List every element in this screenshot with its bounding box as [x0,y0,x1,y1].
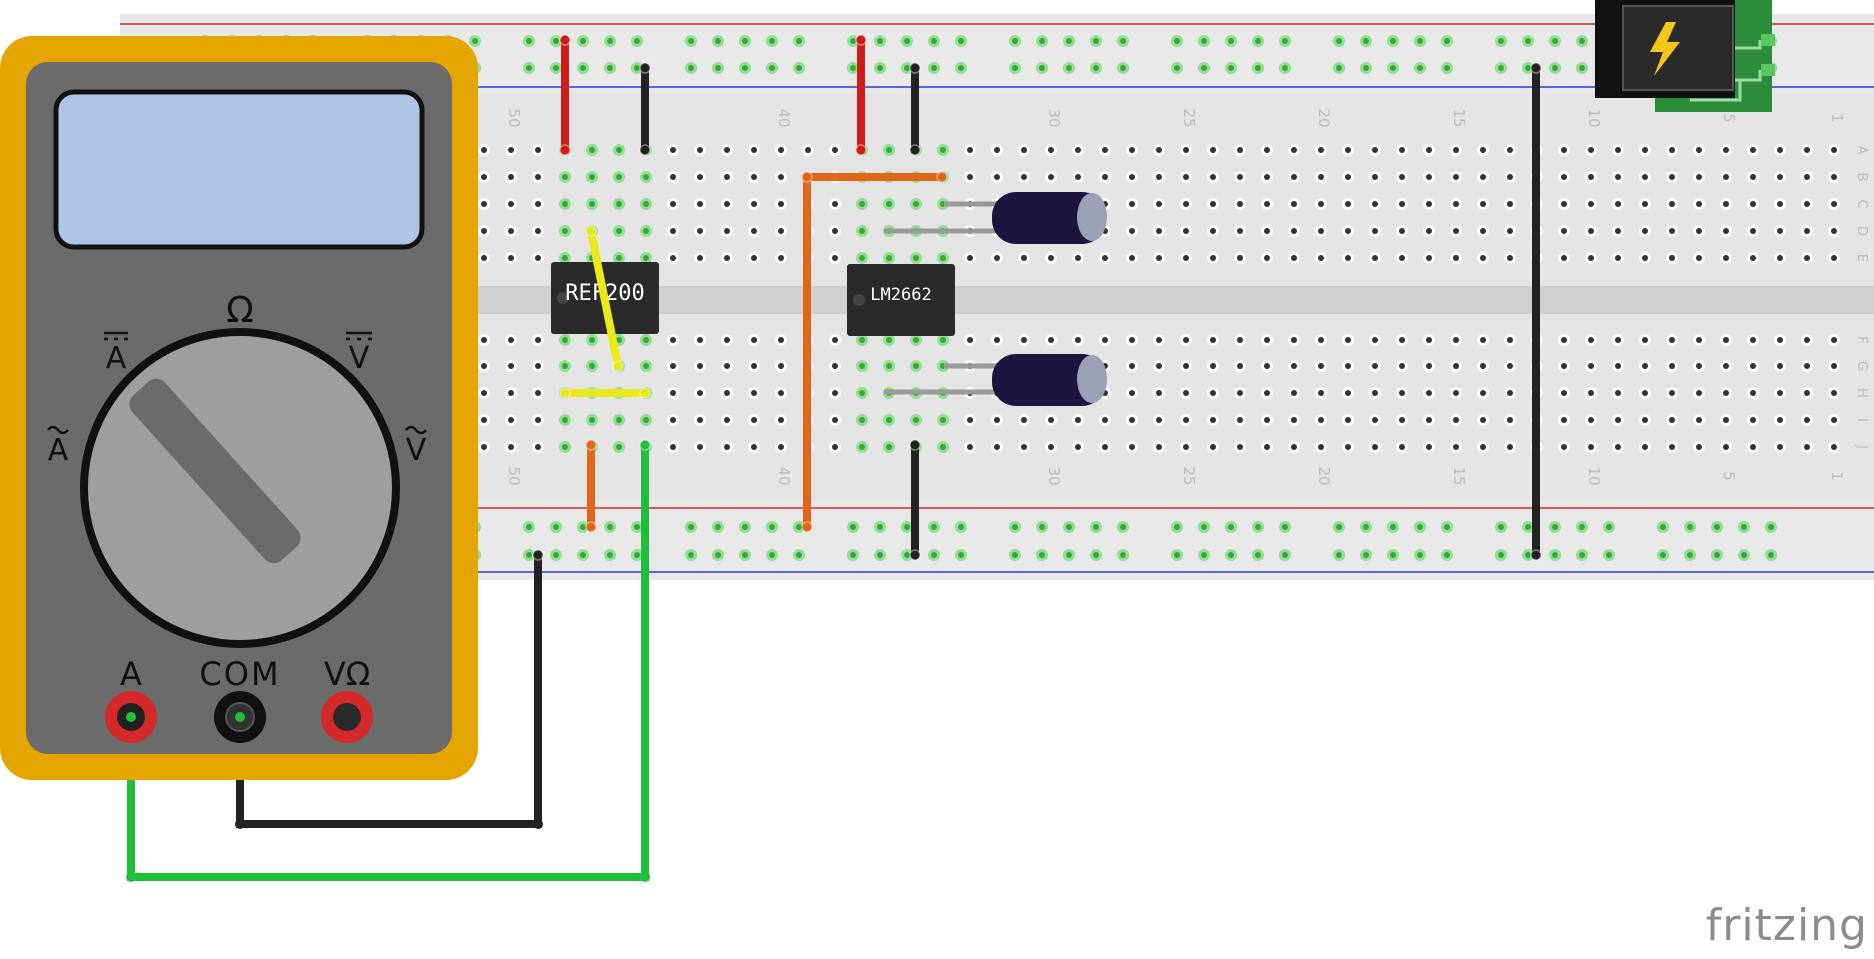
lm2662-label: LM2662 [870,285,931,305]
wire-endpoint[interactable] [909,549,921,561]
multimeter: Ω A V A V A COM VΩ [0,36,478,780]
wire-endpoint[interactable] [909,62,921,74]
column-number: 15 [1450,108,1468,127]
row-letter: J [1854,444,1869,449]
lightning-bolt-icon [1650,22,1680,76]
fritzing-watermark: fritzing [1705,900,1868,951]
wire-endpoint[interactable] [855,144,867,156]
wire-endpoint[interactable] [585,439,597,451]
column-number: 50 [505,466,523,485]
jack-label-a: A [120,655,142,693]
wire-endpoint[interactable] [639,62,651,74]
wire-green-meter-a[interactable] [127,441,649,881]
row-letter: B [1854,173,1869,182]
wire-yellow-diagonal[interactable] [587,227,622,370]
row-letter: C [1854,199,1869,208]
capacitor-top-body [992,192,1106,244]
row-letters: A B C D E F G H I J [1854,146,1869,449]
wire-endpoint[interactable] [801,171,813,183]
svg-text:V: V [349,341,370,376]
wire-endpoint[interactable] [639,439,651,451]
svg-text:A: A [106,341,127,376]
ac-volts-label: V [405,425,427,468]
column-number: 10 [1585,108,1603,127]
wire-endpoint[interactable] [909,144,921,156]
wire-endpoint[interactable] [801,521,813,533]
row-letter: F [1854,336,1869,343]
column-number: 25 [1180,108,1198,127]
column-number: 25 [1180,466,1198,485]
selector-knob[interactable] [124,374,305,568]
jack-label-com: COM [199,655,280,693]
column-number: 20 [1315,466,1333,485]
wire-endpoint[interactable] [639,144,651,156]
column-number: 20 [1315,108,1333,127]
wire-endpoint[interactable] [1530,549,1542,561]
column-number: 50 [505,108,523,127]
svg-text:V: V [406,433,427,468]
ohm-symbol: Ω [226,290,254,331]
wire-endpoint[interactable] [559,387,571,399]
wire-endpoint[interactable] [909,439,921,451]
column-number: 15 [1450,466,1468,485]
svg-text:A: A [48,433,69,468]
meter-wire-endpoints [126,712,650,882]
lm2662-body [847,264,955,336]
row-letter: H [1854,388,1869,398]
wire-endpoint[interactable] [235,819,245,829]
column-number: 1 [1828,113,1846,123]
wire-endpoint[interactable] [126,712,136,722]
capacitor-bottom [884,354,1107,406]
column-number: 1 [1828,471,1846,481]
capacitor-bottom-body [992,354,1106,406]
wire-endpoint[interactable] [585,225,597,237]
wire-endpoint[interactable] [533,819,543,829]
wire-endpoint[interactable] [585,521,597,533]
wire-endpoint[interactable] [612,360,624,372]
column-number: 40 [775,466,793,485]
jack-label-vohm: VΩ [324,655,370,693]
column-number: 30 [1045,108,1063,127]
lm2662-chip: LM2662 [847,264,955,336]
column-number: 5 [1720,113,1738,123]
column-number: 5 [1720,471,1738,481]
row-letter: D [1854,226,1869,236]
row-letter: G [1854,361,1869,371]
wire-endpoint[interactable] [640,872,650,882]
wire-endpoint[interactable] [1530,62,1542,74]
wire-endpoint[interactable] [126,872,136,882]
wire-endpoints [532,34,1542,561]
row-letter: A [1854,146,1869,155]
row-letter: E [1854,254,1869,262]
dc-volts-label: V [346,331,372,376]
jack-vohm[interactable] [321,691,373,743]
wire-endpoint[interactable] [855,34,867,46]
power-jack [1595,0,1775,112]
column-numbers: 50 40 30 25 20 15 10 5 1 50 40 30 25 20 15 10 5 1 [505,108,1846,485]
wire-endpoint[interactable] [559,144,571,156]
wire-endpoint[interactable] [639,387,651,399]
wire-endpoint[interactable] [936,171,948,183]
capacitor-top [884,192,1107,244]
lcd-display [53,89,425,250]
column-number: 10 [1585,466,1603,485]
row-letter: I [1854,418,1869,422]
wire-endpoint[interactable] [532,549,544,561]
wire-endpoint[interactable] [235,712,245,722]
column-number: 30 [1045,466,1063,485]
dc-amps-label: A [104,331,128,376]
ac-amps-label: A [47,425,69,468]
wire-endpoint[interactable] [559,34,571,46]
column-number: 40 [775,108,793,127]
